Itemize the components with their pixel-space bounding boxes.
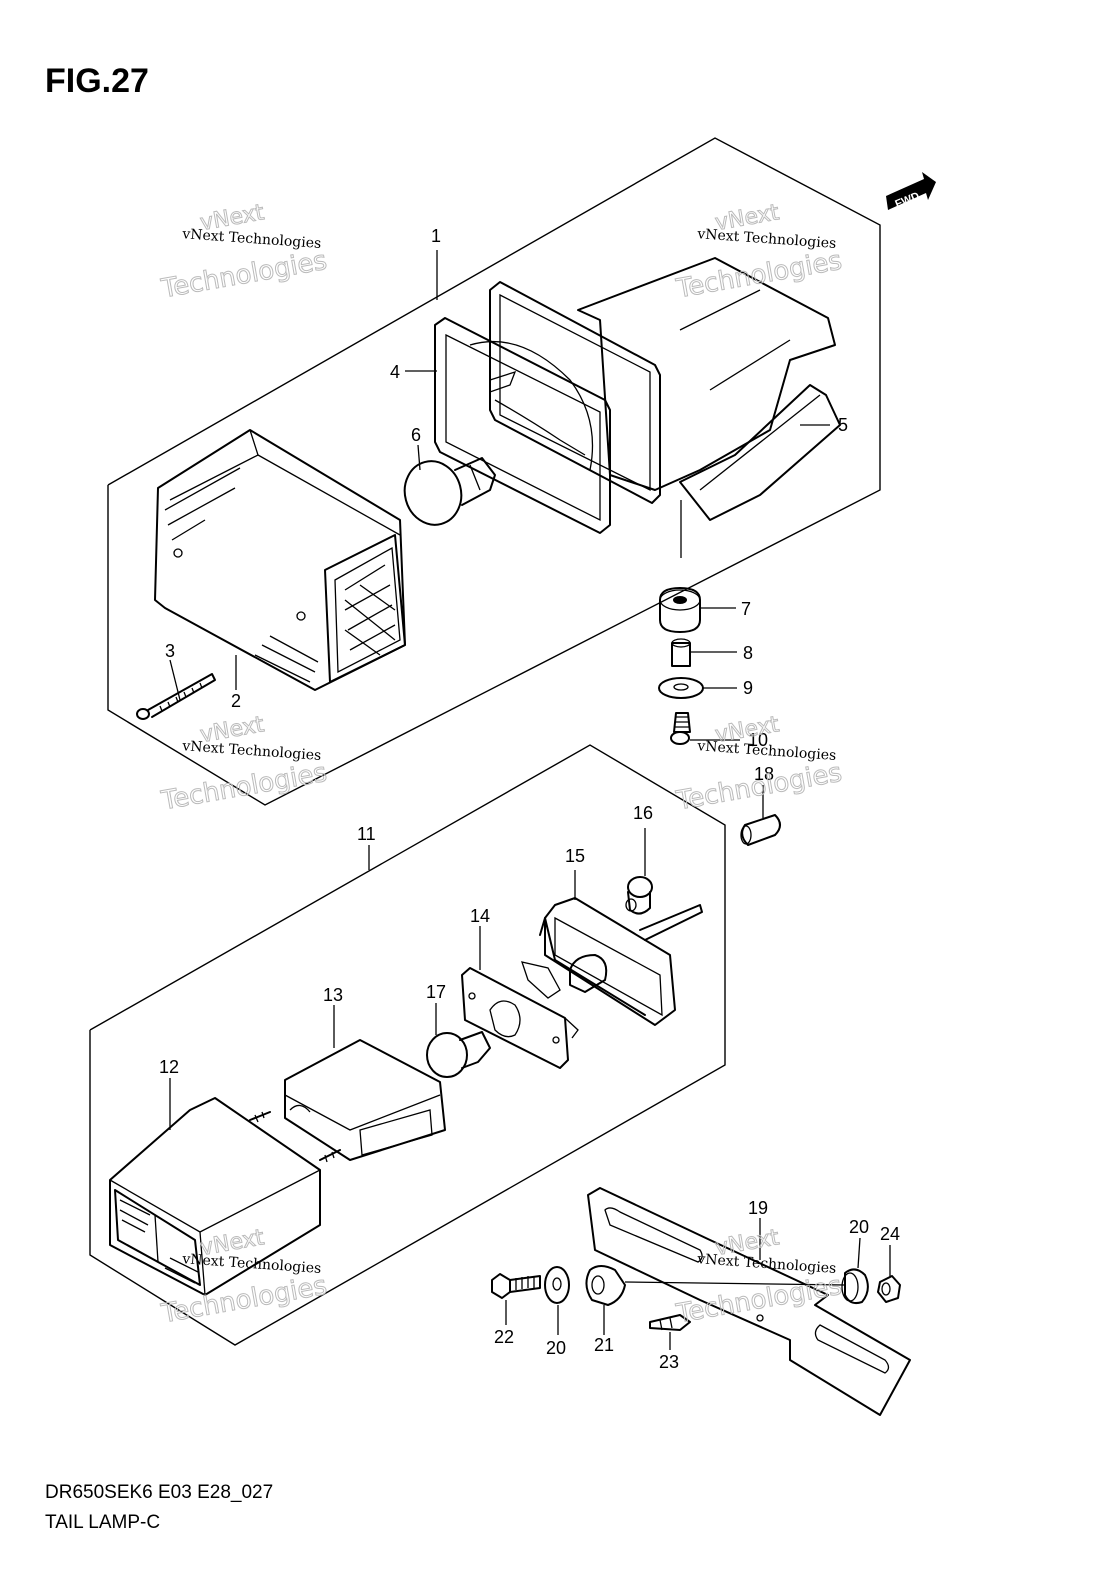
watermark-company: vNext Technologies xyxy=(696,226,837,252)
callout-11: 11 xyxy=(357,824,376,844)
callout-24: 24 xyxy=(880,1224,900,1244)
part-16-bolt xyxy=(625,876,653,915)
part-10-screw xyxy=(670,712,691,745)
watermark-company: vNext Technologies xyxy=(696,738,837,764)
lower-assembly-frame xyxy=(89,744,726,1346)
callout-19: 19 xyxy=(748,1198,768,1218)
part-17-bulb xyxy=(426,1031,491,1078)
watermark-bottom-right: vNext vNext Technologies Technologies xyxy=(673,1225,845,1330)
part-7-grommet xyxy=(659,587,701,633)
callout-labels: 1 2 3 4 5 6 7 8 9 10 18 11 16 15 14 13 1… xyxy=(159,226,900,1372)
part-14-plate xyxy=(461,967,579,1069)
watermark-brand-bottom: Technologies xyxy=(158,758,329,817)
callout-12: 12 xyxy=(159,1057,179,1077)
part-23-clip xyxy=(649,1314,691,1331)
figure-title: FIG.27 xyxy=(45,62,149,100)
callout-16: 16 xyxy=(633,803,653,823)
part-13-lens-cover xyxy=(284,1039,446,1161)
callout-10: 10 xyxy=(748,730,768,750)
part-6-bulb xyxy=(403,457,496,526)
fwd-direction-badge: FWD xyxy=(886,172,936,211)
callout-2: 2 xyxy=(231,691,241,711)
callout-22: 22 xyxy=(494,1327,514,1347)
watermark-company: vNext Technologies xyxy=(181,738,322,764)
callout-13: 13 xyxy=(323,985,343,1005)
watermark-company: vNext Technologies xyxy=(181,226,322,252)
part-24-nut xyxy=(877,1275,901,1303)
part-18-spacer xyxy=(740,814,781,846)
part-4-reflector xyxy=(434,317,611,534)
callout-15: 15 xyxy=(565,846,585,866)
callout-8: 8 xyxy=(743,643,753,663)
watermark-brand-bottom: Technologies xyxy=(158,246,329,305)
callout-7: 7 xyxy=(741,599,751,619)
callout-1: 1 xyxy=(431,226,441,246)
part-9-washer xyxy=(658,677,704,699)
callout-5: 5 xyxy=(838,415,848,435)
upper-assembly-frame xyxy=(107,137,881,806)
part-19-bracket xyxy=(587,1187,911,1416)
section-name: TAIL LAMP-C xyxy=(45,1512,161,1533)
model-code: DR650SEK6 E03 E28_027 xyxy=(45,1482,274,1503)
watermark-top-right: vNext vNext Technologies Technologies xyxy=(673,200,845,305)
part-8-collar xyxy=(671,638,691,667)
callout-20-left: 20 xyxy=(546,1338,566,1358)
part-4-gasket xyxy=(489,281,661,504)
watermark-top-left: vNext vNext Technologies Technologies xyxy=(158,200,330,305)
part-3-screw xyxy=(136,673,216,720)
part-20-washer-right xyxy=(841,1268,869,1305)
callout-4: 4 xyxy=(390,362,400,382)
watermark-brand-bottom: Technologies xyxy=(158,1271,329,1330)
part-20-washer-left xyxy=(544,1266,570,1304)
part-22-bolt xyxy=(491,1273,541,1299)
watermark-brand-bottom: Technologies xyxy=(673,246,844,305)
callout-3: 3 xyxy=(165,641,175,661)
part-2-lens xyxy=(154,429,406,691)
watermark-mid-left: vNext vNext Technologies Technologies xyxy=(158,712,330,817)
callout-18: 18 xyxy=(754,764,774,784)
part-21-grommet xyxy=(585,1265,626,1306)
callout-6: 6 xyxy=(411,425,421,445)
watermark-company: vNext Technologies xyxy=(181,1251,322,1277)
watermark-company: vNext Technologies xyxy=(696,1251,837,1277)
leader-lines xyxy=(169,250,891,1350)
part-12-lens-body xyxy=(109,1097,341,1296)
callout-23: 23 xyxy=(659,1352,679,1372)
callout-14: 14 xyxy=(470,906,490,926)
part-15-lamp-housing xyxy=(521,897,703,1026)
callout-21: 21 xyxy=(594,1335,614,1355)
callout-9: 9 xyxy=(743,678,753,698)
callout-17: 17 xyxy=(426,982,446,1002)
callout-20-right: 20 xyxy=(849,1217,869,1237)
part-5-housing xyxy=(577,257,841,521)
